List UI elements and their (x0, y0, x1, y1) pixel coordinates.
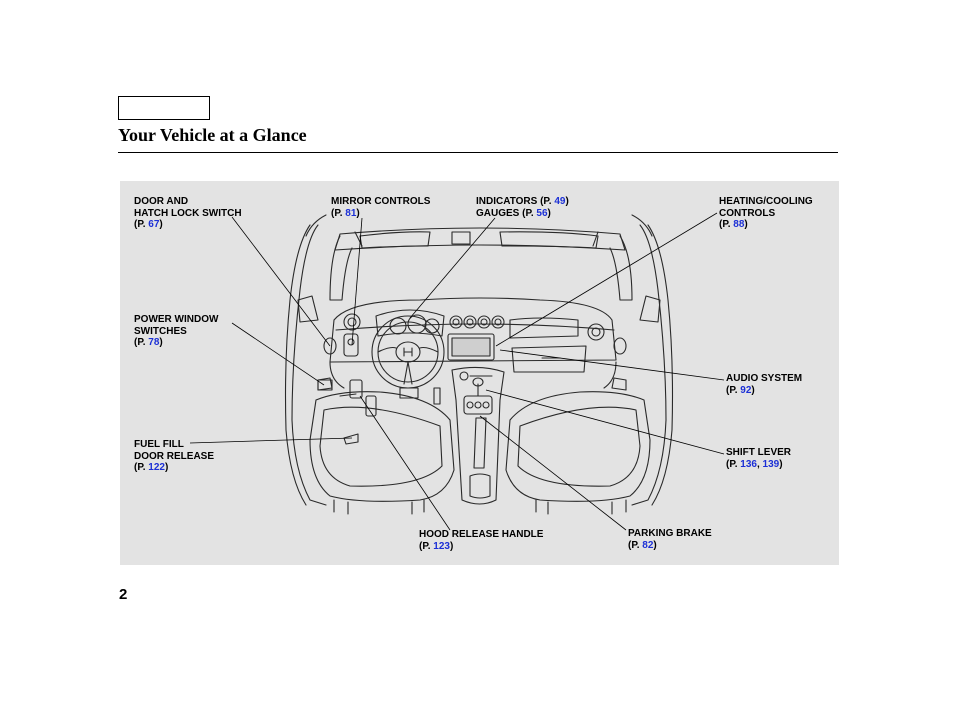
page-link[interactable]: 56 (536, 207, 548, 219)
shift-lever-art (463, 377, 493, 415)
right-a-pillar (609, 235, 633, 301)
page-link[interactable]: 81 (345, 207, 357, 219)
page-link[interactable]: 139 (762, 458, 780, 470)
page-link[interactable]: 78 (148, 337, 160, 348)
leader-hood (359, 395, 451, 531)
label-hood: HOOD RELEASE HANDLE (P. 123) (419, 529, 544, 552)
page-link[interactable]: 136 (740, 458, 757, 470)
dashboard (329, 297, 617, 363)
label-door-lock: DOOR AND HATCH LOCK SWITCH (P. 67) (134, 196, 242, 230)
left-seat (309, 391, 455, 515)
label-power-window: POWER WINDOW SWITCHES (P. 78) (134, 314, 219, 348)
leader-heating (495, 212, 718, 347)
door-lock-switch-art (323, 337, 337, 355)
parking-brake-art (473, 417, 487, 469)
left-vent (343, 313, 361, 331)
page-link[interactable]: 82 (642, 539, 654, 551)
audio-display (447, 333, 495, 361)
center-console (451, 366, 505, 505)
page-link[interactable]: 92 (740, 384, 752, 396)
label-heating: HEATING/COOLING CONTROLS (P. 88) (719, 196, 813, 230)
glovebox (511, 345, 587, 373)
page-link[interactable]: 88 (733, 219, 745, 230)
label-mirror: MIRROR CONTROLS (P. 81) (331, 196, 431, 219)
right-vent (587, 323, 605, 341)
page-link[interactable]: 123 (433, 540, 450, 552)
left-a-pillar (329, 235, 353, 301)
leader-shift (485, 389, 725, 455)
page-number: 2 (119, 586, 128, 603)
title-rule (118, 152, 838, 153)
label-shift: SHIFT LEVER (P. 136, 139) (726, 447, 792, 470)
leader-door-lock (231, 216, 331, 347)
instrument-cluster (375, 309, 445, 337)
label-parking: PARKING BRAKE (P. 82) (628, 528, 712, 551)
leader-parking (479, 415, 627, 531)
label-fuel: FUEL FILL DOOR RELEASE (P. 122) (134, 439, 215, 473)
leader-mirror (351, 217, 363, 346)
left-door (291, 224, 327, 506)
leader-indicators (409, 217, 496, 319)
right-door (631, 224, 667, 506)
leader-window (231, 322, 325, 386)
right-seat (505, 391, 651, 515)
page-link[interactable]: 67 (148, 219, 160, 230)
leader-audio (499, 349, 725, 381)
label-indicators: INDICATORS (P. 49) GAUGES (P. 56) (476, 196, 569, 219)
leader-fuel (189, 437, 353, 444)
leader-lines (189, 212, 725, 531)
window-switch-art (317, 379, 333, 391)
fuel-lever-art (343, 433, 359, 445)
page-title: Your Vehicle at a Glance (118, 125, 307, 145)
center-vent-1 (449, 315, 463, 329)
nav-box[interactable] (118, 96, 210, 120)
label-audio: AUDIO SYSTEM (P. 92) (726, 373, 803, 396)
page-link[interactable]: 49 (554, 196, 566, 207)
page-link[interactable]: 122 (148, 462, 165, 473)
